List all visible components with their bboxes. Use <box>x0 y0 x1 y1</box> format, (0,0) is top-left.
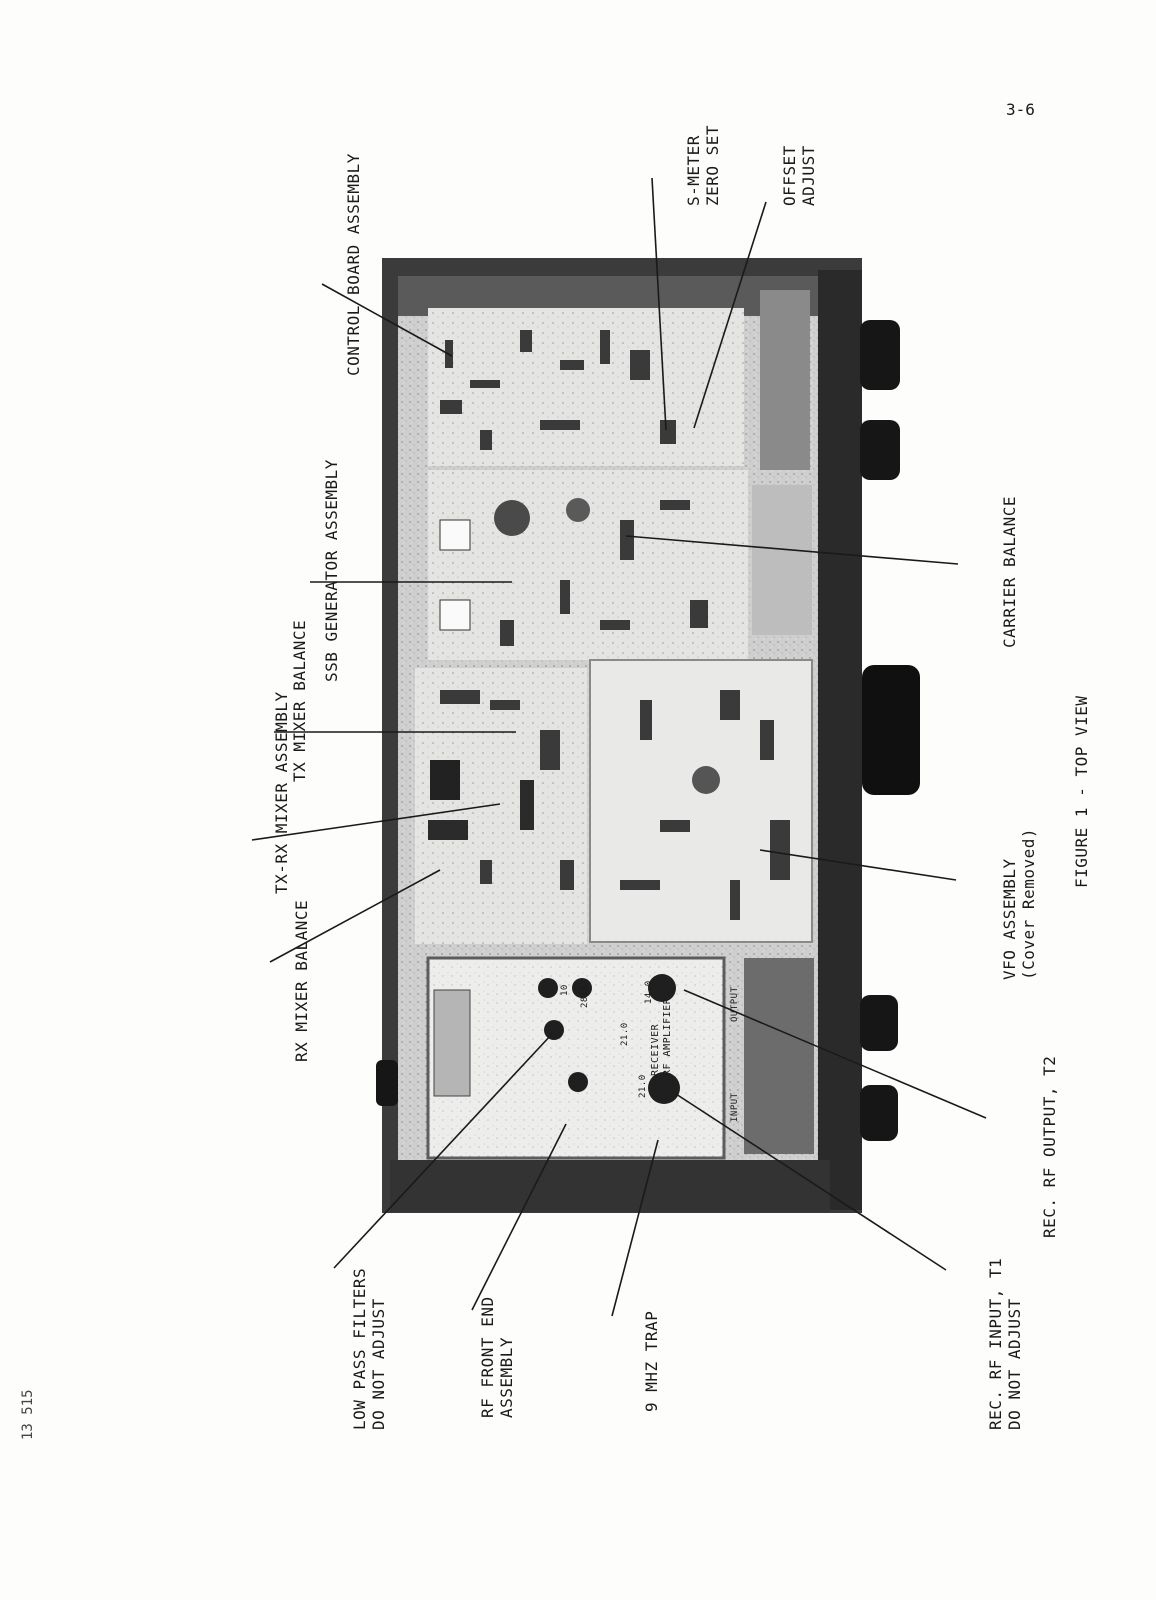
panel-band-28: 28.0 <box>580 984 590 1008</box>
panel-band-21b: 21.0 <box>638 1074 648 1098</box>
page-number: 3-6 <box>1006 100 1035 119</box>
leader-carrier <box>625 535 959 565</box>
label-rec-rf-output: REC. RF OUTPUT, T2 <box>1040 1055 1059 1238</box>
leader-control-board <box>321 283 453 357</box>
leader-rf-input <box>675 1093 947 1271</box>
figure-caption: FIGURE 1 - TOP VIEW <box>1072 695 1091 888</box>
panel-output: OUTPUT <box>730 986 740 1022</box>
leader-rx-mixer-bal <box>269 869 441 963</box>
leader-low-pass <box>333 1033 553 1269</box>
label-tx-mixer-balance: TX MIXER BALANCE <box>290 619 309 782</box>
leader-offset <box>693 201 767 429</box>
label-9mhz-trap: 9 MHZ TRAP <box>642 1310 661 1412</box>
panel-band-21a: 21.0 <box>620 1022 630 1046</box>
label-control-board: CONTROL BOARD ASSEMBLY <box>344 153 363 376</box>
leader-tx-rx-mixer <box>251 803 501 841</box>
leader-9mhz <box>611 1139 659 1317</box>
leader-rf-output <box>683 989 987 1119</box>
leader-vfo <box>759 849 957 881</box>
label-rx-mixer-balance: RX MIXER BALANCE <box>292 899 311 1062</box>
leader-front-end <box>471 1123 567 1311</box>
panel-input: INPUT <box>730 1092 740 1122</box>
leader-s-meter <box>651 177 667 431</box>
label-carrier-balance: CARRIER BALANCE <box>1000 496 1019 648</box>
